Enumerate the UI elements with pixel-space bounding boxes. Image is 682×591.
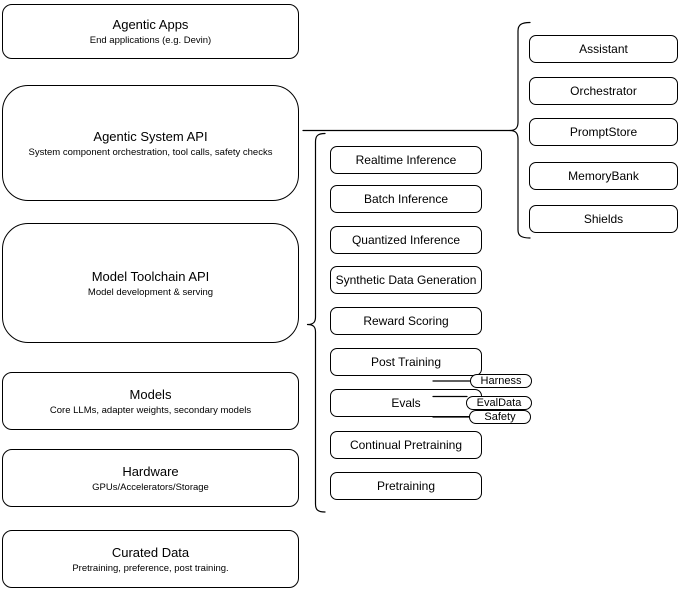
brace-right-group — [509, 21, 531, 239]
node-title: Hardware — [122, 463, 179, 479]
node-models: Models Core LLMs, adapter weights, secon… — [2, 372, 299, 430]
node-batch-inference: Batch Inference — [330, 185, 482, 213]
tag-evaldata: EvalData — [466, 396, 532, 410]
node-shields: Shields — [529, 205, 678, 233]
node-subtitle: Pretraining, preference, post training. — [72, 562, 229, 574]
node-subtitle: Model development & serving — [87, 286, 214, 298]
node-title: Model Toolchain API — [91, 268, 210, 284]
node-assistant: Assistant — [529, 35, 678, 63]
node-promptstore: PromptStore — [529, 118, 678, 146]
node-title: Agentic System API — [93, 128, 208, 144]
node-continual-pretraining: Continual Pretraining — [330, 431, 482, 459]
tag-safety: Safety — [469, 410, 531, 424]
node-subtitle: GPUs/Accelerators/Storage — [92, 481, 209, 493]
node-reward-scoring: Reward Scoring — [330, 307, 482, 335]
node-memorybank: MemoryBank — [529, 162, 678, 190]
node-agentic-apps: Agentic Apps End applications (e.g. Devi… — [2, 4, 299, 59]
node-title: Models — [129, 386, 172, 402]
node-subtitle: System component orchestration, tool cal… — [28, 146, 273, 158]
node-quantized-inference: Quantized Inference — [330, 226, 482, 254]
node-post-training: Post Training — [330, 348, 482, 376]
node-agentic-system-api: Agentic System API System component orch… — [2, 85, 299, 201]
brace-middle-group — [306, 132, 326, 513]
node-subtitle: End applications (e.g. Devin) — [89, 35, 212, 46]
node-evals: Evals — [330, 389, 482, 417]
node-realtime-inference: Realtime Inference — [330, 146, 482, 174]
node-subtitle: Core LLMs, adapter weights, secondary mo… — [49, 404, 252, 416]
node-model-toolchain-api: Model Toolchain API Model development & … — [2, 223, 299, 343]
tag-harness: Harness — [470, 374, 532, 388]
node-hardware: Hardware GPUs/Accelerators/Storage — [2, 449, 299, 507]
node-title: Curated Data — [111, 544, 190, 560]
node-orchestrator: Orchestrator — [529, 77, 678, 105]
node-pretraining: Pretraining — [330, 472, 482, 500]
node-synthetic-data-generation: Synthetic Data Generation — [330, 266, 482, 294]
node-curated-data: Curated Data Pretraining, preference, po… — [2, 530, 299, 588]
node-title: Agentic Apps — [112, 17, 189, 32]
